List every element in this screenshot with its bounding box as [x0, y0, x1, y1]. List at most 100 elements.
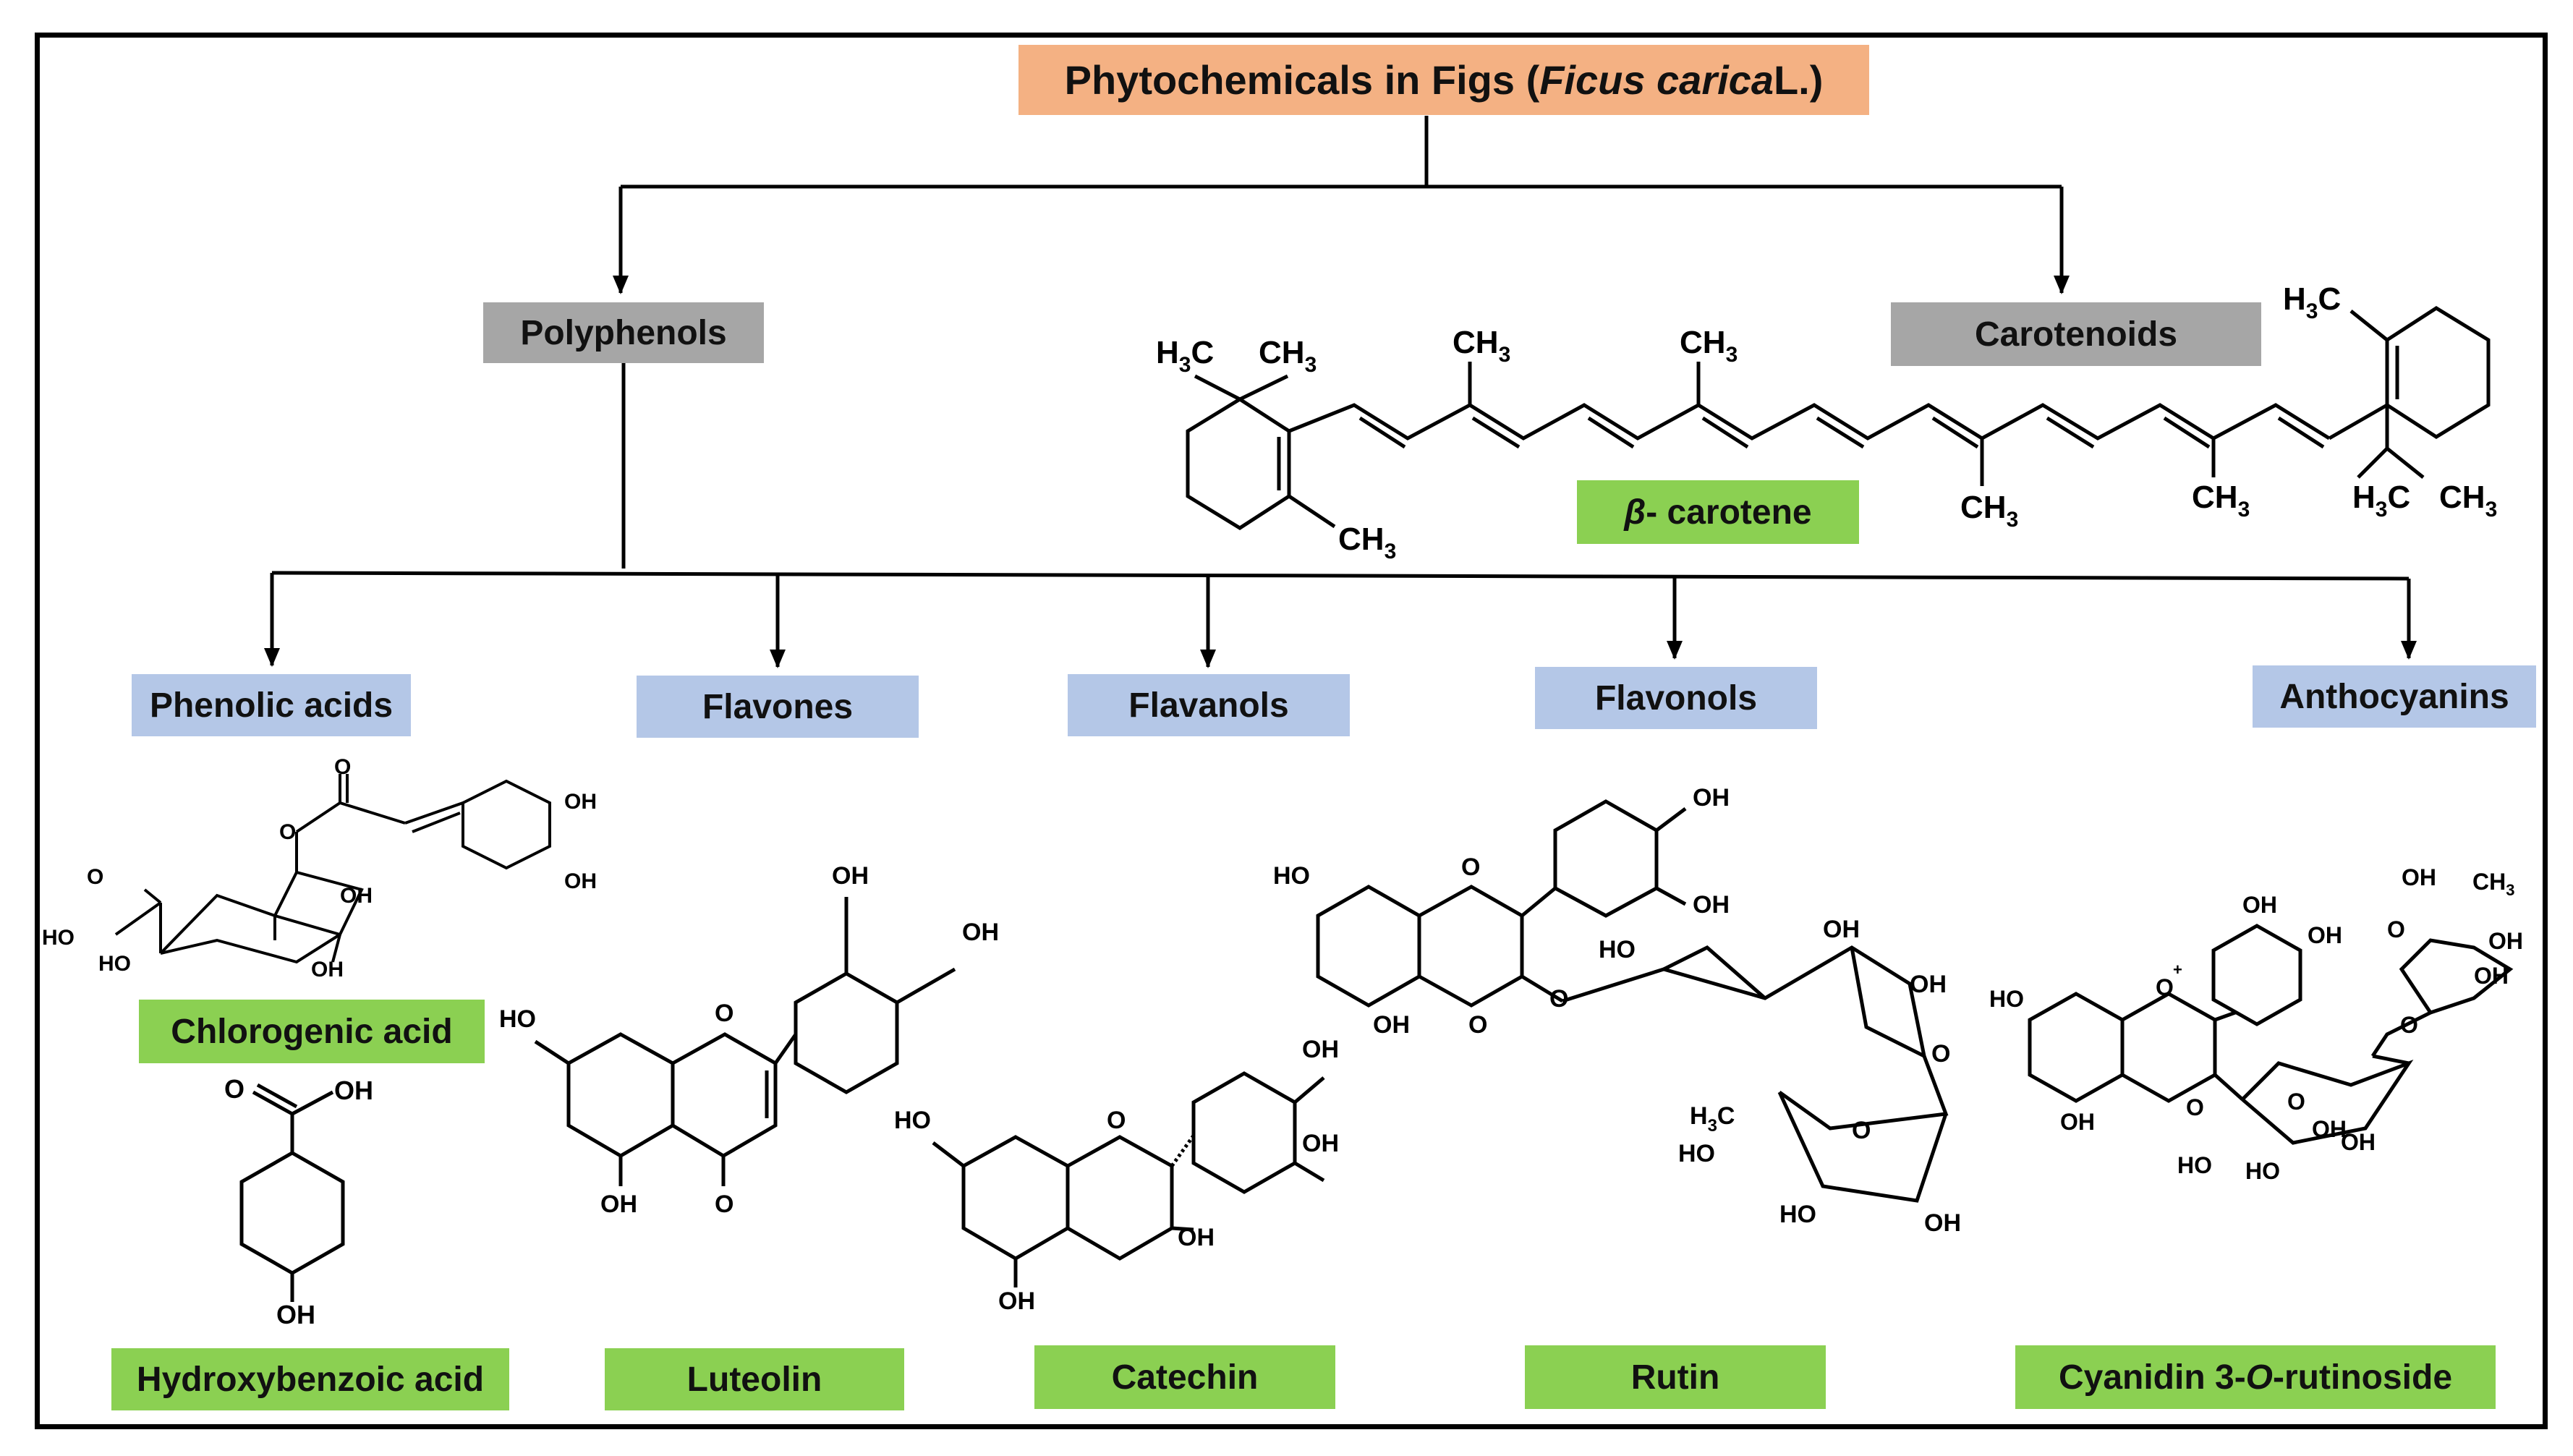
atom-label: OH [564, 869, 597, 893]
beta-symbol: β [1624, 493, 1646, 532]
atom-label: OH [2308, 922, 2342, 948]
atom-label: O [1931, 1040, 1950, 1068]
atom-label: OH [2402, 864, 2436, 890]
atom-label: OH [1373, 1011, 1410, 1039]
cyanidin-rutinoside-structure [2028, 924, 2514, 1145]
flavonols-label: Flavonols [1594, 678, 1758, 718]
root-title-prefix: Phytochemicals in Figs ( [1064, 57, 1540, 103]
atom-label: OH [334, 1076, 373, 1105]
root-title-box: Phytochemicals in Figs (Ficus carica L.) [1018, 45, 1869, 115]
atom-label: HO [1599, 936, 1636, 963]
atom-label: OH [1693, 784, 1730, 812]
atom-label: OH [962, 919, 999, 946]
atom-label: O [715, 1191, 733, 1218]
luteolin-box: Luteolin [605, 1348, 904, 1410]
hydroxybenzoic-acid-labels: O OH OH [224, 1074, 373, 1329]
cyanidin-italic-o: O [2245, 1358, 2274, 1397]
atom-label: HO [1678, 1140, 1715, 1167]
atom-label: O [1461, 853, 1480, 881]
phenolic-acids-box: Phenolic acids [132, 674, 411, 736]
chlorogenic-acid-labels: O O OH OH OH OH O HO HO [42, 755, 597, 982]
luteolin-labels: O OH OH HO OH O [499, 862, 999, 1218]
atom-label: H3C [1156, 335, 1214, 377]
atom-label: O [2400, 1012, 2418, 1038]
flavones-box: Flavones [637, 676, 919, 738]
atom-label: OH [998, 1287, 1035, 1315]
atom-label: OH [1823, 916, 1860, 943]
atom-label: HO [894, 1107, 931, 1134]
beta-carotene-box: β- carotene [1577, 480, 1859, 544]
atom-label: O [1852, 1117, 1871, 1144]
anthocyanins-label: Anthocyanins [2279, 677, 2509, 716]
rutin-box: Rutin [1525, 1345, 1826, 1409]
atom-label: H3C [1690, 1102, 1735, 1136]
atom-label: O [2387, 916, 2405, 942]
beta-carotene-labels: H3C CH3 CH3 CH3 CH3 CH3 CH3 H3C H3C CH3 [1156, 281, 2497, 563]
atom-label: CH3 [2439, 480, 2497, 521]
atom-label: O [2156, 974, 2174, 1000]
atom-label: CH3 [1960, 490, 2018, 532]
catechin-labels: O OH OH HO OH OH [894, 1036, 1339, 1315]
atom-label: HO [2177, 1152, 2212, 1178]
atom-label: OH [276, 1300, 315, 1329]
atom-label: OH [1302, 1036, 1339, 1063]
catechin-structure [932, 1071, 1325, 1287]
atom-label: OH [2488, 928, 2523, 954]
polyphenols-label: Polyphenols [520, 313, 727, 352]
hydroxybenzoic-acid-structure [239, 1083, 345, 1302]
carotenoids-box: Carotenoids [1891, 302, 2261, 366]
atom-label: OH [600, 1191, 637, 1218]
rutin-labels: O OH OH HO OH O O HO OH OH O O H3C HO HO… [1273, 784, 1961, 1237]
rutin-structure [1316, 799, 1949, 1203]
atom-label: OH [1910, 971, 1947, 998]
atom-label: O [2287, 1089, 2305, 1115]
diagram-frame [35, 33, 2548, 1429]
cyanidin-suffix: -rutinoside [2273, 1358, 2453, 1397]
atom-label: O [2186, 1094, 2204, 1120]
atom-label: OH [2242, 892, 2277, 918]
atom-label: O [279, 820, 296, 844]
atom-label: HO [1779, 1201, 1816, 1228]
atom-label: OH [2474, 963, 2509, 989]
polyphenols-box: Polyphenols [483, 302, 764, 363]
atom-label: OH [1693, 891, 1730, 919]
beta-carotene-label: - carotene [1646, 493, 1812, 532]
atom-label: OH [1302, 1130, 1339, 1157]
atom-label: O [1107, 1107, 1126, 1134]
chlorogenic-acid-box: Chlorogenic acid [139, 1000, 485, 1063]
flavones-label: Flavones [702, 687, 854, 726]
tree-connectors [264, 116, 2417, 668]
atom-label: HO [98, 952, 131, 976]
catechin-label: Catechin [1111, 1358, 1259, 1397]
atom-label: + [2173, 961, 2182, 979]
atom-label: OH [1924, 1209, 1961, 1237]
flavonols-box: Flavonols [1535, 667, 1817, 729]
luteolin-structure [534, 897, 956, 1186]
atom-label: CH3 [1259, 335, 1317, 377]
atom-label: OH [2060, 1109, 2095, 1135]
carotenoids-label: Carotenoids [1974, 315, 2178, 354]
root-title-species: Ficus carica [1539, 57, 1774, 103]
flavanols-box: Flavanols [1068, 674, 1350, 736]
phenolic-acids-label: Phenolic acids [149, 686, 394, 725]
atom-label: H3C [2352, 480, 2410, 521]
atom-label: O [224, 1074, 244, 1104]
atom-label: OH [564, 790, 597, 814]
atom-label: O [1468, 1011, 1487, 1039]
atom-label: OH [832, 862, 869, 890]
atom-label: OH [311, 958, 344, 982]
atom-label: O [1549, 985, 1568, 1013]
atom-label: HO [499, 1005, 536, 1033]
atom-label: OH [2341, 1129, 2376, 1155]
atom-label: OH [340, 884, 373, 908]
hydroxybenzoic-acid-box: Hydroxybenzoic acid [111, 1348, 509, 1410]
hydroxybenzoic-acid-label: Hydroxybenzoic acid [136, 1360, 485, 1399]
root-title-suffix: L.) [1773, 57, 1824, 103]
atom-label: CH3 [2192, 480, 2250, 521]
chlorogenic-acid-label: Chlorogenic acid [171, 1012, 453, 1051]
atom-label: OH [1178, 1224, 1215, 1251]
atom-label: CH3 [1338, 521, 1396, 563]
atom-label: OH [2312, 1116, 2347, 1142]
atom-label: O [334, 755, 351, 779]
